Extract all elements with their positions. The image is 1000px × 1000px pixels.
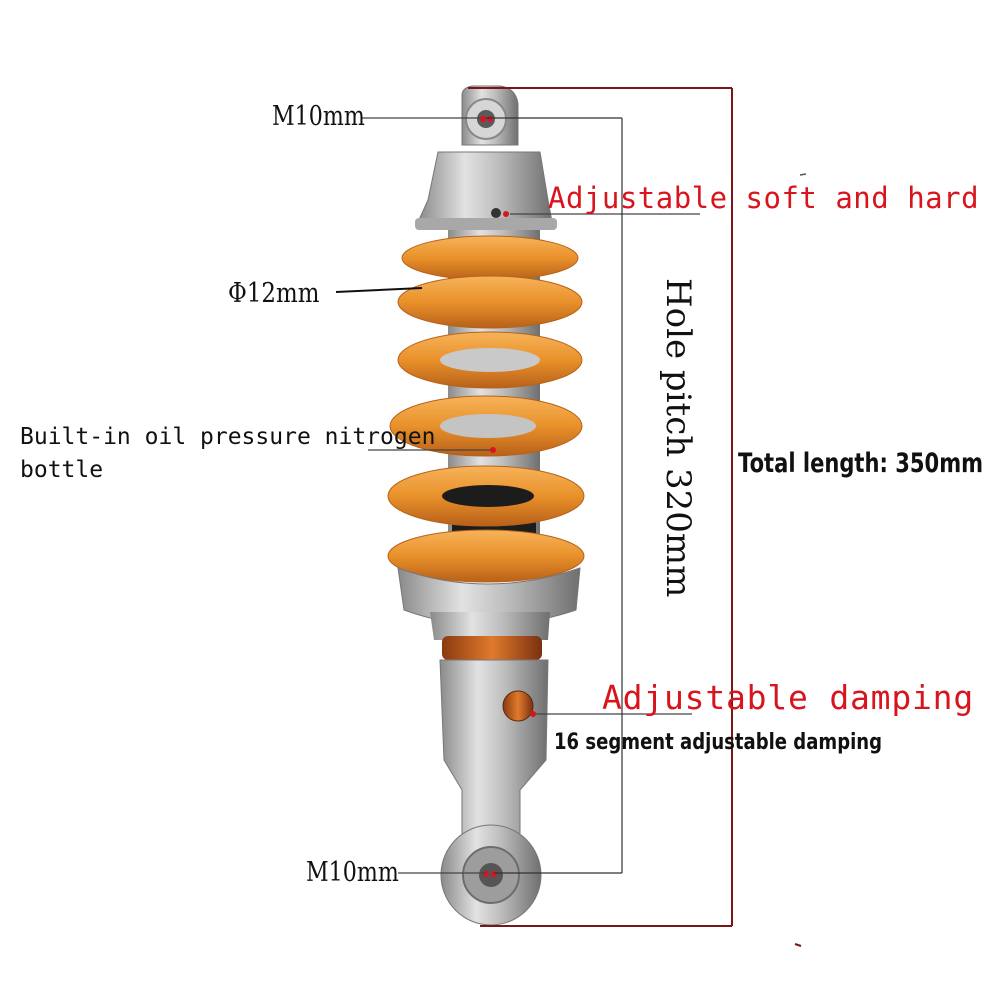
top-cap [415, 151, 557, 230]
lower-body [439, 659, 549, 841]
hole-pitch-dimension [486, 117, 623, 874]
damping-adjust-label: Adjustable damping [602, 678, 975, 717]
nitrogen-bottle-label-line1: Built-in oil pressure nitrogen [20, 424, 436, 450]
bottom-eye-mount [440, 824, 542, 926]
total-length-frame [468, 87, 733, 927]
spring [387, 235, 585, 583]
top-eye-mount [461, 85, 519, 146]
damping-segments-label: 16 segment adjustable damping [554, 730, 883, 755]
lower-collar [397, 567, 581, 660]
bottom-mount-label: M10mm [306, 857, 399, 888]
total-length-label: Total length: 350mm [738, 448, 984, 479]
spring-wire-diameter-label: Φ12mm [228, 278, 320, 309]
preload-adjust-label: Adjustable soft and hard [548, 181, 980, 215]
top-mount-label: M10mm [272, 101, 365, 132]
hole-pitch-label: Hole pitch 320mm [658, 278, 698, 598]
nitrogen-bottle-label-line2: bottle [20, 457, 104, 483]
leader-lines [335, 117, 700, 874]
